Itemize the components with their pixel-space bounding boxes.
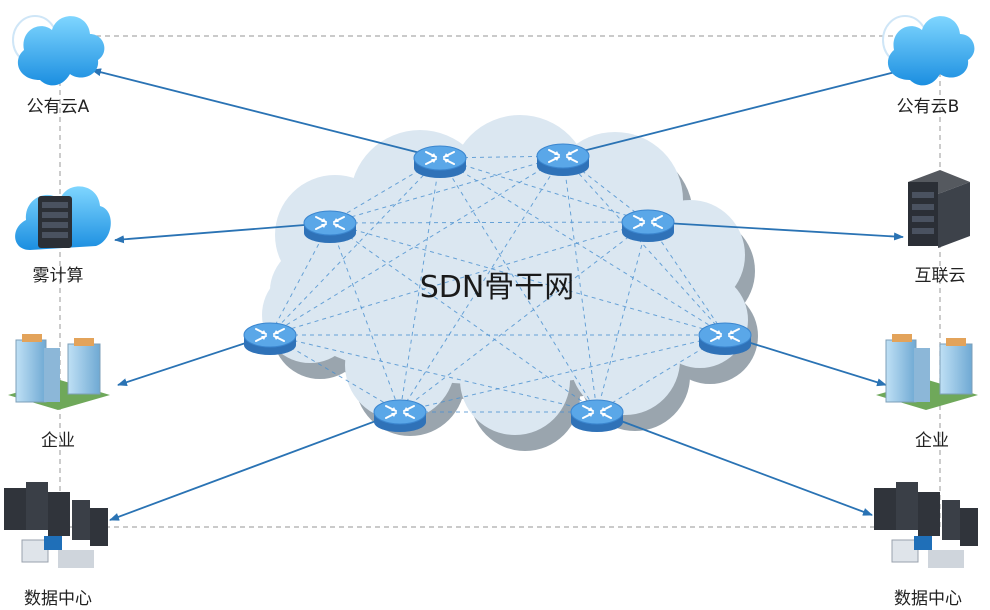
arrow-to-datacenter-left <box>109 411 401 521</box>
mesh-link <box>269 157 441 336</box>
mesh-link <box>269 221 649 336</box>
mesh-link <box>329 155 564 224</box>
datacenter-icon <box>4 482 108 568</box>
enterprise-right-label: 企业 <box>915 431 949 451</box>
router-icon <box>698 322 752 355</box>
router-icon <box>373 399 427 432</box>
arrow-to-fog-computing <box>114 222 331 244</box>
mesh-link <box>562 155 726 336</box>
interconnect-cloud-label: 互联云 <box>915 266 966 286</box>
server-rack-icon <box>908 170 970 248</box>
public-cloud-a-label: 公有云A <box>27 97 90 117</box>
mesh-link <box>329 222 598 413</box>
mesh-link <box>399 157 441 413</box>
router-icon <box>570 399 624 432</box>
mesh-link <box>329 221 649 224</box>
arrow-to-interconnect-cloud <box>647 221 904 241</box>
datacenter-icon <box>874 482 978 568</box>
mesh-link <box>269 222 331 336</box>
mesh-link <box>329 157 441 224</box>
dashed-frame <box>59 35 941 528</box>
arrow-to-public-cloud-b <box>562 68 904 157</box>
router-icon <box>621 209 675 242</box>
core-label: SDN骨干网 <box>420 270 575 305</box>
enterprise-building-icon <box>8 334 110 410</box>
fog-computing-label: 雾计算 <box>33 266 84 286</box>
public-cloud-icon <box>882 15 975 86</box>
router-icon <box>413 145 467 178</box>
mesh-link <box>269 155 564 336</box>
router-icon <box>243 322 297 355</box>
datacenter-right-label: 数据中心 <box>894 589 962 609</box>
enterprise-building-icon <box>876 334 978 410</box>
mesh-link <box>399 155 564 413</box>
public-cloud-icon <box>12 15 105 86</box>
mesh-link <box>562 155 598 413</box>
router-icon <box>536 143 590 176</box>
arrow-to-datacenter-right <box>596 411 873 516</box>
router-mesh <box>269 155 726 413</box>
connection-arrows <box>91 68 904 521</box>
arrow-to-public-cloud-a <box>91 68 441 159</box>
mesh-link <box>596 221 649 413</box>
sdn-backbone-cloud <box>262 115 758 451</box>
mesh-link <box>329 222 401 413</box>
datacenter-left-label: 数据中心 <box>24 589 92 609</box>
arrow-to-enterprise-right <box>724 334 887 387</box>
enterprise-left-label: 企业 <box>41 431 75 451</box>
public-cloud-b-label: 公有云B <box>897 97 960 117</box>
mesh-link <box>439 157 598 413</box>
router-icon <box>303 210 357 243</box>
fog-computing-icon <box>15 186 111 250</box>
mesh-link <box>647 221 726 336</box>
routers <box>243 143 752 432</box>
